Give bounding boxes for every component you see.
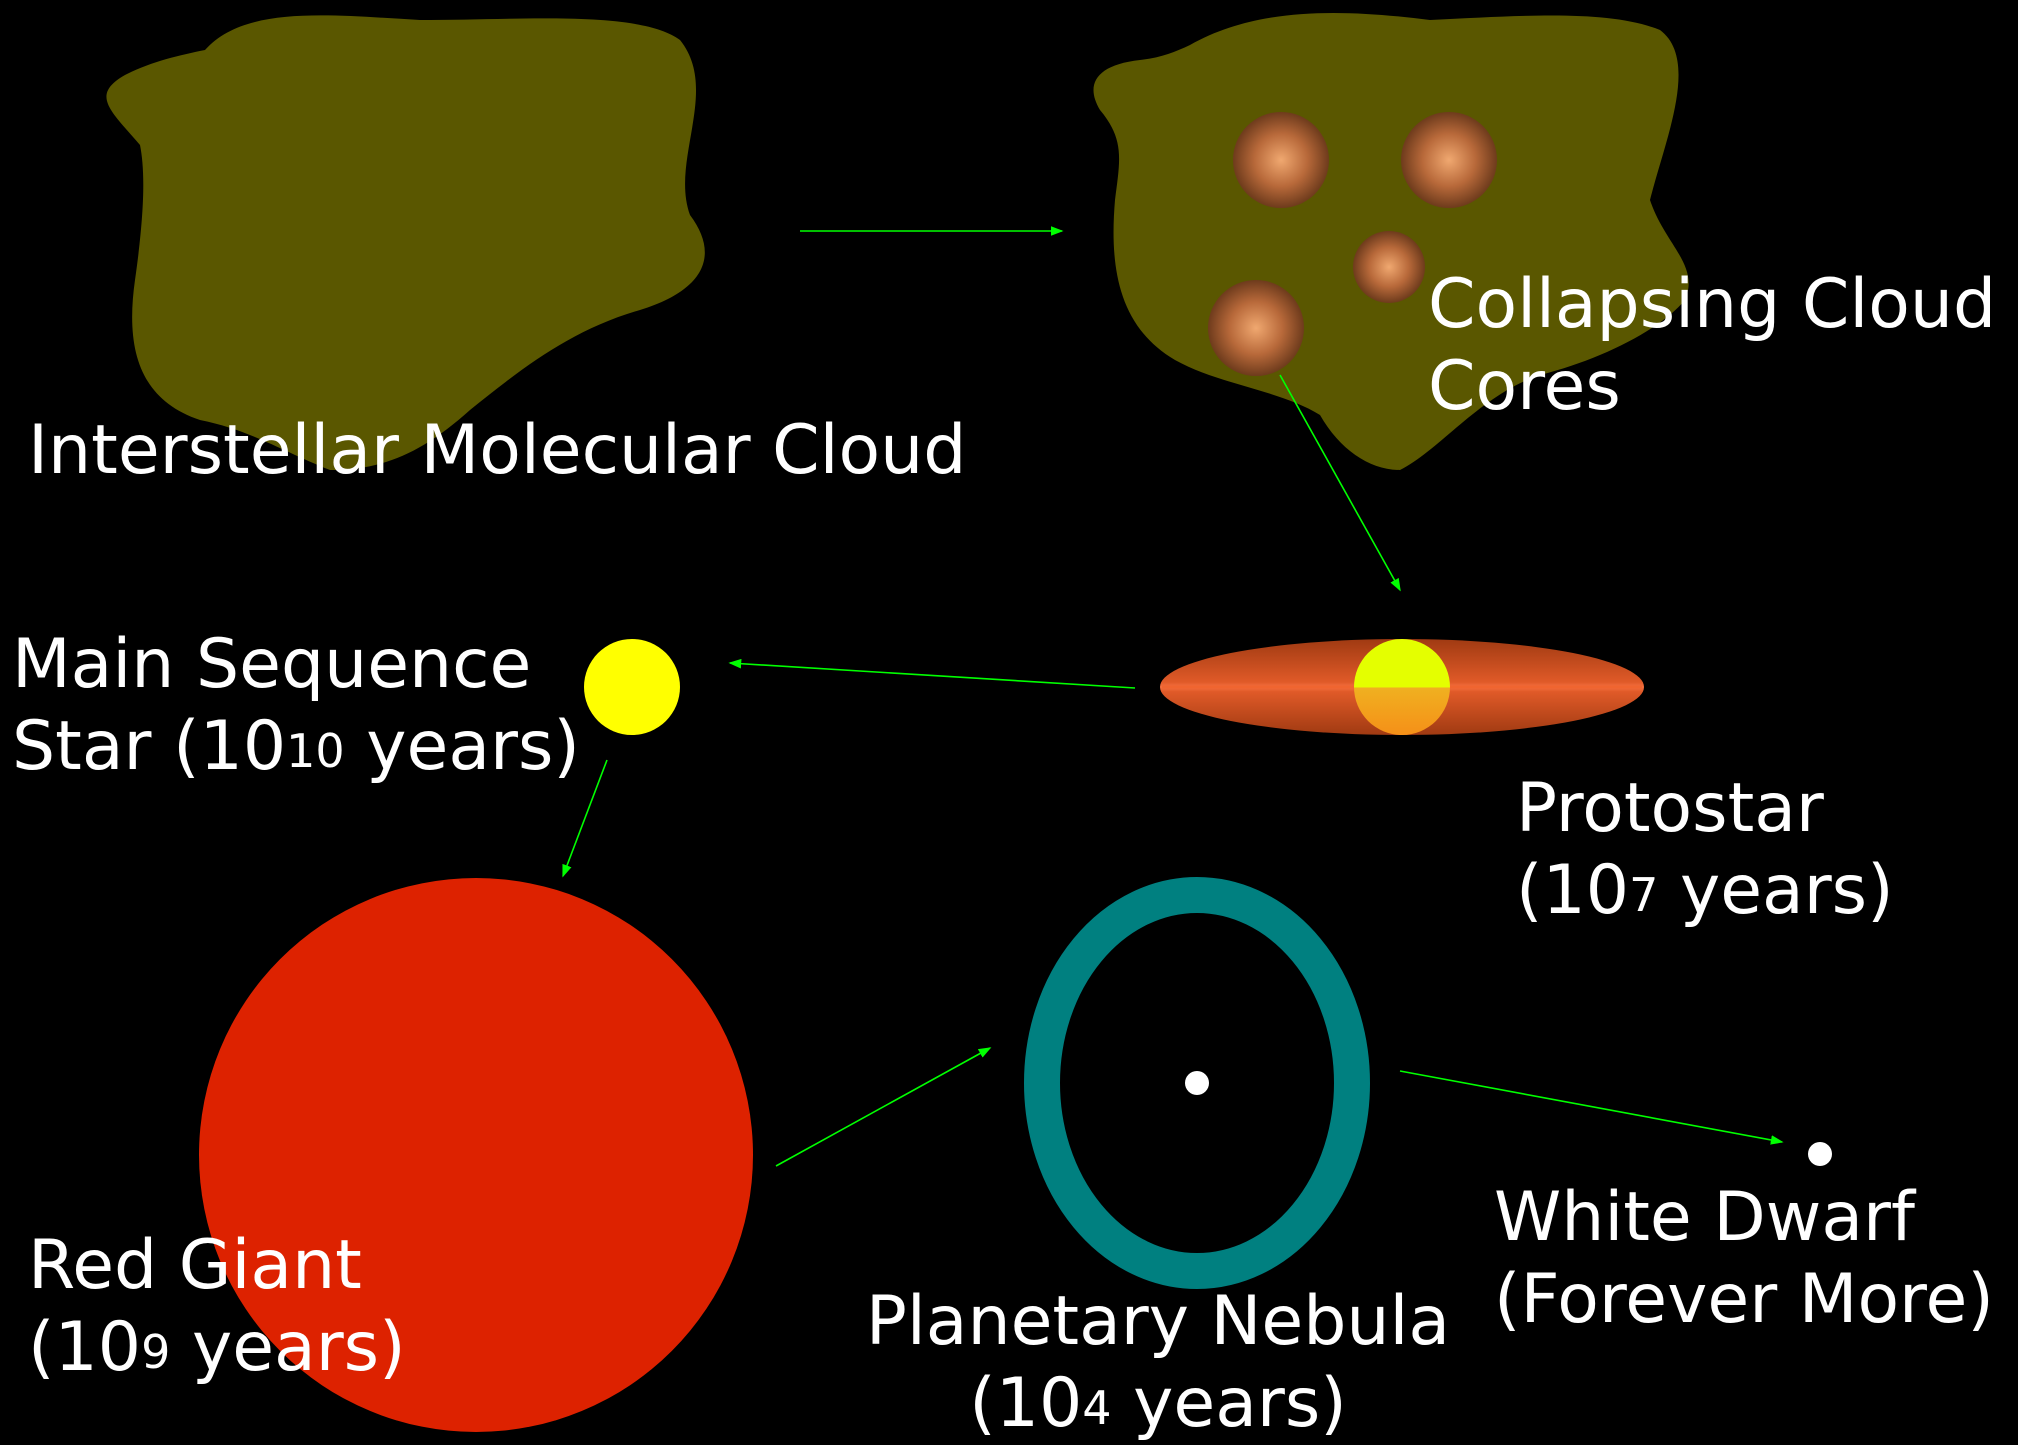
arrow-main-sequence-to-red-giant [562,759,608,878]
red-giant-star [199,878,753,1432]
arrow-protostar-to-main-sequence [728,658,1136,689]
main-sequence-label: Main Sequence Star (1010 years) [12,625,580,786]
protostar-core [1354,639,1450,735]
cloud-core [1208,280,1304,376]
cloud-core [1401,112,1497,208]
cloud-core [1353,231,1425,303]
planetary-nebula-ring [1024,877,1370,1289]
collapsing-cores-label: Collapsing Cloud Cores [1428,265,1997,426]
arrow-red-giant-to-nebula [775,1047,992,1167]
interstellar-cloud-shape [106,15,705,471]
protostar-label: Protostar (107 years) [1516,769,1894,930]
planetary-nebula-label: Planetary Nebula (104 years) [865,1282,1451,1443]
interstellar-cloud-label: Interstellar Molecular Cloud [28,411,967,490]
white-dwarf [1808,1142,1832,1166]
arrow-nebula-to-white-dwarf [1399,1070,1784,1145]
red-giant-label: Red Giant (109 years) [28,1226,406,1387]
main-sequence-star [584,639,680,735]
cloud-core [1233,112,1329,208]
nebula-central-star [1185,1071,1209,1095]
white-dwarf-label: White Dwarf (Forever More) [1494,1178,1994,1339]
arrow-collapsing-to-protostar [1279,374,1401,592]
